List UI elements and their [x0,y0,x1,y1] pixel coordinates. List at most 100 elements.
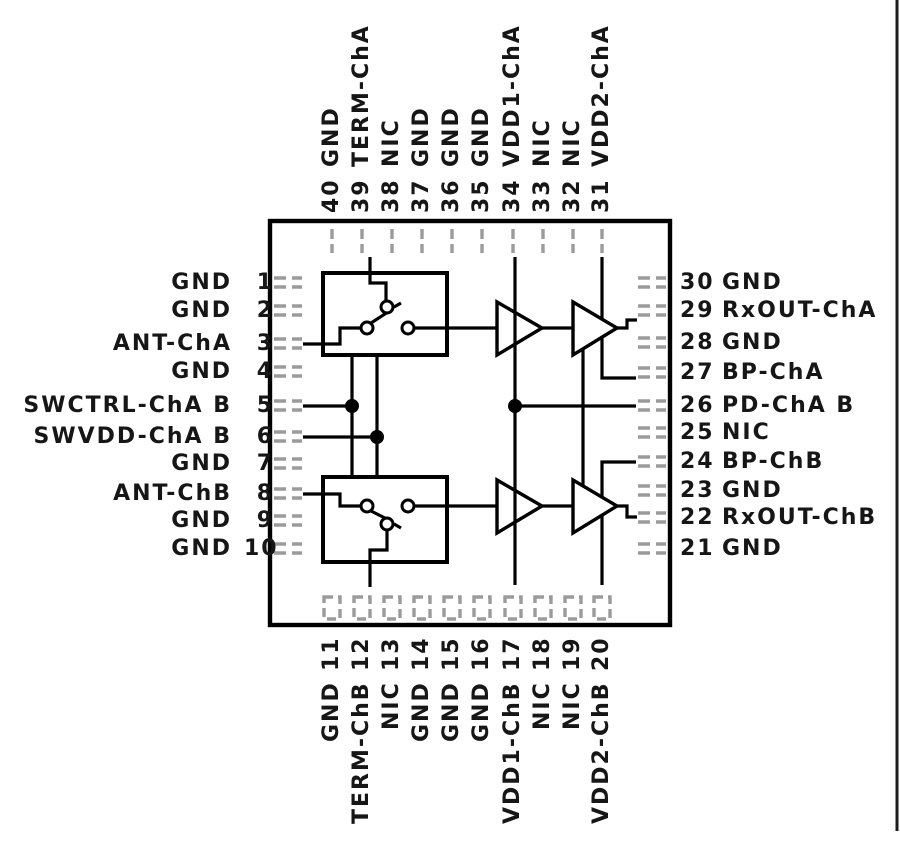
pin-name: GND [722,536,783,561]
pin-number: 11 [319,636,344,671]
pin-label-top-37: 37 GND [409,13,435,213]
pin-number: 17 [500,636,525,671]
ant-chb-wire [303,492,361,508]
pin-label-bottom-19: NIC 19 [560,636,586,836]
pd-junction-dot [508,399,522,413]
pin-name: GND [171,508,232,533]
pin-label-top-40: 40 GND [319,13,345,213]
pin-name: GND [319,106,344,168]
pin-number: 13 [379,636,404,671]
pin-number: 33 [530,178,555,213]
switch-cha-out-contact-icon [400,320,416,336]
switch-chb-out-contact-icon [400,498,416,514]
pin-label-top-34: 34VDD1-ChA [500,13,526,213]
pin-number: 10 [244,536,279,561]
pin-label-top-35: 35GND [469,13,495,213]
pin-name: VDD1-ChA [500,24,525,168]
pin-number: 8 [256,481,274,506]
pin-name: TERM-ChB [349,681,374,825]
pin-number: 12 [349,636,374,671]
pin-name: GND [171,298,232,323]
pin-number: 31 [589,178,614,213]
pin-number: 15 [439,636,464,671]
pin-number: 30 [680,270,715,295]
pin-label-bottom-16: GND16 [469,636,495,836]
pin-name: GND [171,536,232,561]
pin-label-left-3: ANT-ChA 3 [0,331,274,357]
pin-name: GND [409,106,434,168]
pin-name: SWCTRL-ChA B [23,393,232,418]
pin-number: 36 [439,178,464,213]
pin-name: GND [171,270,232,295]
switch-cha-pole-contact-icon [359,320,375,336]
pin-number: 28 [680,330,715,355]
pin-label-top-38: 38 NIC [379,13,405,213]
pin-number: 21 [680,536,715,561]
switch-box-chb [321,475,449,564]
pin-number: 29 [680,298,715,323]
switch-chb-pole-contact-icon [359,498,375,514]
pin-name: NIC [379,118,404,168]
pin-label-bottom-13: NIC 13 [379,636,405,836]
pin-number: 7 [256,451,274,476]
switch-box-cha [321,271,449,357]
pin-name: GND [171,451,232,476]
pin-name: PD-ChA B [722,393,856,418]
pin-number: 38 [379,178,404,213]
pin-number: 3 [256,331,274,356]
amplifier-chb-2-icon [571,477,621,537]
pin-number: 32 [560,178,585,213]
pin-number: 6 [256,424,274,449]
pin-number: 40 [319,178,344,213]
pin-name: GND [409,681,434,743]
amplifier-cha-2-icon [571,299,621,359]
pin-label-top-31: 31 VDD2-ChA [589,13,615,213]
pin-label-bottom-20: VDD2-ChB20 [589,636,615,836]
swctrl-wire [303,355,354,477]
pin-name: ANT-ChA [112,331,232,356]
pin-number: 2 [256,298,274,323]
bp-cha-wire [600,337,636,380]
pin-label-left-10: GND 10 [0,536,279,562]
pin-number: 27 [680,360,715,385]
pin-name: GND [439,106,464,168]
pin-label-right-21: 21 GND [680,536,783,562]
pin-number: 20 [589,636,614,671]
pin-label-bottom-15: GND15 [439,636,465,836]
pin-number: 37 [409,178,434,213]
pin-name: VDD2-ChA [589,24,614,168]
pin-name: NIC [560,681,585,731]
pin-label-right-29: 29 RxOUT-ChA [680,298,877,324]
switch-cha-term-contact-icon [379,299,395,315]
top-pad-marks [330,229,604,253]
pin-name: VDD1-ChB [500,681,525,825]
package-outline [267,218,673,628]
pin-number: 23 [680,478,715,503]
pin-number: 19 [560,636,585,671]
pin-name: NIC [530,118,555,168]
pin-name: NIC [379,681,404,731]
pin-label-bottom-11: GND11 [319,636,345,836]
rxout-cha-wire [617,318,637,330]
bp-chb-wire [600,460,636,497]
pin-name: NIC [722,420,771,445]
pin-name: RxOUT-ChA [722,298,878,323]
left-pad-marks [274,276,302,555]
pin-number: 4 [256,359,274,384]
pin-name: GND [469,106,494,168]
pin-number: 16 [469,636,494,671]
pin-name: BP-ChA [722,360,825,385]
pin-label-bottom-12: TERM-ChB 12 [349,636,375,836]
swctrl-junction-dot [345,399,359,413]
swvdd-wire [303,355,379,477]
